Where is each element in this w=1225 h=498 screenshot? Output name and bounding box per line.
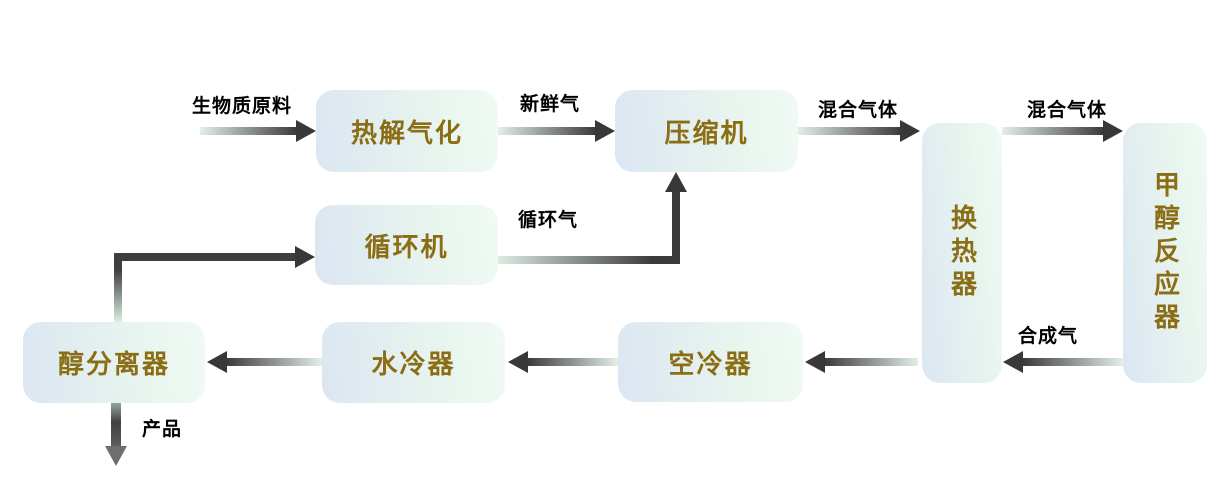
arrow-head-right-icon	[900, 120, 920, 142]
node-compressor: 压缩机	[615, 90, 798, 172]
arrow-shaft	[498, 127, 595, 135]
node-label: 空冷器	[668, 349, 753, 379]
arrow-head-right-icon	[296, 120, 316, 142]
arrow-shaft	[528, 358, 618, 366]
arrow-head-left-icon	[1003, 351, 1023, 373]
arrow-head-right-icon	[295, 246, 315, 268]
node-label: 水冷器	[371, 350, 456, 379]
arrow-head-right-icon	[595, 120, 615, 142]
arrow-head-up-icon	[665, 172, 687, 192]
stream-label-recycle-gas: 循环气	[518, 210, 579, 231]
stream-label-product: 产品	[142, 419, 183, 440]
arrow-head-left-icon	[805, 351, 825, 373]
arrow-shaft-vertical	[672, 190, 680, 264]
arrow-head-left-icon	[508, 351, 528, 373]
stream-label-mixed-gas-1: 混合气体	[818, 100, 899, 121]
node-label: 压缩机	[664, 118, 749, 148]
node-water-cooler: 水冷器	[322, 322, 505, 403]
arrow-shaft	[1023, 358, 1123, 366]
stream-label-fresh-gas: 新鲜气	[520, 94, 581, 115]
arrow-shaft-vertical	[114, 257, 122, 322]
arrow-shaft-horizontal	[498, 256, 680, 264]
node-pyrolysis-gasification: 热解气化	[316, 90, 498, 172]
node-label: 醇分离器	[57, 350, 170, 379]
arrow-shaft	[825, 358, 918, 366]
arrow-shaft	[1002, 127, 1103, 135]
node-methanol-reactor: 甲醇反应器	[1123, 123, 1207, 383]
stream-label-biomass-feed: 生物质原料	[192, 96, 293, 117]
arrow-head-down-icon	[105, 446, 127, 466]
arrow-head-left-icon	[207, 351, 227, 373]
arrow-shaft	[200, 127, 296, 135]
arrow-shaft	[111, 403, 121, 446]
node-label: 甲醇反应器	[1150, 170, 1180, 336]
arrow-shaft-horizontal	[114, 253, 295, 261]
arrow-shaft	[798, 127, 900, 135]
node-heat-exchanger: 换热器	[922, 123, 1002, 383]
node-label: 换热器	[947, 203, 977, 303]
node-label: 循环机	[364, 232, 449, 262]
node-label: 热解气化	[350, 118, 463, 148]
node-air-cooler: 空冷器	[618, 322, 803, 402]
arrow-shaft	[227, 358, 322, 366]
arrow-head-right-icon	[1103, 120, 1123, 142]
stream-label-mixed-gas-2: 混合气体	[1027, 100, 1108, 121]
stream-label-syngas: 合成气	[1018, 326, 1079, 347]
node-recycle-machine: 循环机	[315, 205, 498, 285]
node-alcohol-separator: 醇分离器	[23, 322, 205, 403]
